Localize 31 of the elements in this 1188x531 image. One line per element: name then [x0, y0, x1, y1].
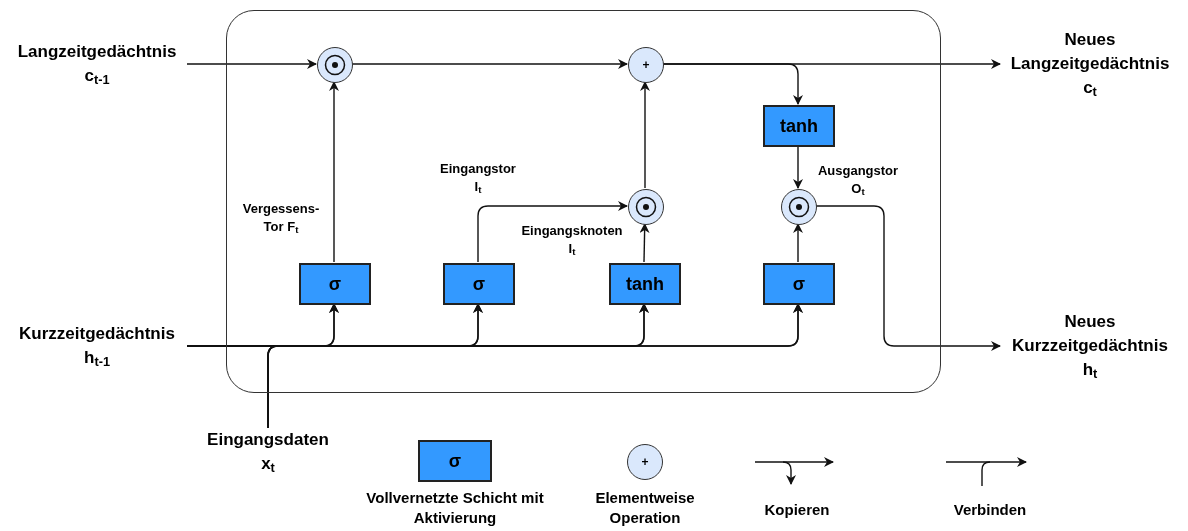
memory-label: Eingangsdaten x$_{t}$ — [207, 428, 329, 476]
arrow — [662, 63, 803, 105]
layer-box: σ — [763, 263, 835, 305]
arrow — [351, 59, 628, 69]
arrow — [793, 145, 803, 189]
layer-box: σ — [443, 263, 515, 305]
cell-frame — [226, 10, 941, 393]
arrow — [186, 59, 317, 69]
legend-label: Elementweise Operation — [594, 488, 696, 528]
legend-label: Verbinden — [952, 500, 1028, 520]
arrow — [267, 303, 803, 429]
layer-box: tanh — [609, 263, 681, 305]
gate-label: Eingangstor I$_{t}$ — [440, 160, 516, 196]
layer-box: σ — [299, 263, 371, 305]
gate-label: Eingangsknoten I$_{t}$ — [521, 222, 623, 258]
arrow — [639, 223, 650, 263]
memory-label: Neues Kurzzeitgedächtnis h$_{t}$ — [1012, 310, 1168, 382]
gate-label: Ausgangstor O$_{t}$ — [817, 162, 899, 198]
arrow — [640, 81, 650, 189]
arrow — [477, 201, 628, 263]
arrow — [793, 223, 803, 263]
memory-label: Kurzzeitgedächtnis h$_{t-1}$ — [19, 322, 175, 370]
layer-box: tanh — [763, 105, 835, 147]
gate-label: Vergessens- Tor F$_{t}$ — [242, 200, 320, 236]
memory-label: Langzeitgedächtnis c$_{t-1}$ — [17, 40, 177, 88]
arrow — [329, 81, 339, 263]
layer-box: σ — [418, 440, 492, 482]
memory-label: Neues Langzeitgedächtnis c$_{t}$ — [1010, 28, 1170, 100]
legend-label: Vollvernetzte Schicht mit Aktivierung — [365, 488, 545, 528]
legend-label: Kopieren — [763, 500, 831, 520]
arrow — [815, 205, 1001, 351]
